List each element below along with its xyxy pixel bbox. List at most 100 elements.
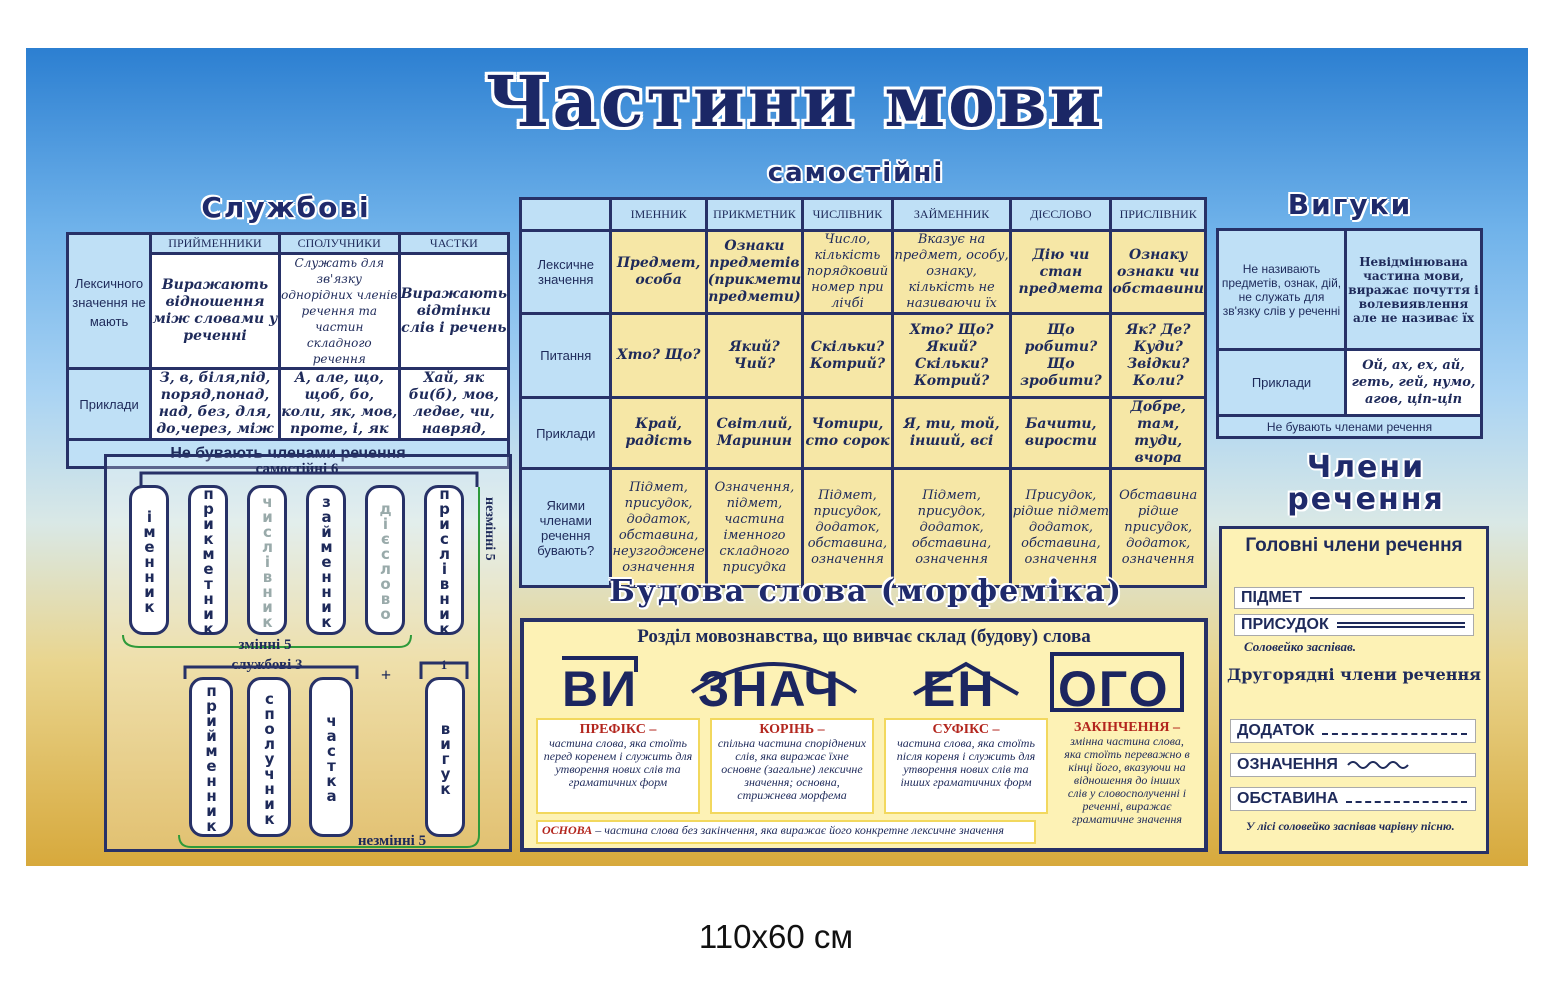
pos-numeral: числівник	[247, 485, 287, 635]
prefix-text: частина слова, яка стоїть перед коренем …	[543, 736, 693, 789]
underline-dash-dot	[1346, 801, 1467, 803]
service-cell: А, але, що, щоб, бо, коли, як, мов, прот…	[277, 367, 401, 441]
service-col-0: прийменники	[149, 232, 281, 255]
main-cell: Підмет, присудок, додаток, обставина, оз…	[890, 467, 1013, 588]
interjection-footer: Не бувають членами речення	[1216, 414, 1483, 439]
main-cell: Хто? Що?	[609, 312, 708, 399]
pos-adverb: прислівник	[424, 485, 464, 635]
main-cell: Ознаки предметів (прикмети предмети)	[704, 229, 805, 315]
root-definition: КОРІНЬ – спільна частина споріднених слі…	[710, 718, 874, 814]
service-cell: Служать для зв'язку однорідних членів ре…	[277, 252, 401, 370]
object-line: ДОДАТОК	[1230, 719, 1476, 743]
main-cell: Скільки? Котрий?	[801, 312, 894, 399]
attribute-label: ОЗНАЧЕННЯ	[1237, 756, 1338, 773]
morpheme-root: ЗНАЧ	[698, 661, 841, 717]
green-bracket-lines	[122, 487, 480, 848]
main-row-label: Лексичне значення	[518, 229, 613, 315]
suffix-text: частина слова, яка стоїть після кореня і…	[896, 736, 1036, 789]
service-row1-label: Лексичного значення не мають	[65, 232, 153, 370]
suffix-definition: СУФІКС – частина слова, яка стоїть після…	[884, 718, 1048, 814]
page-title: Частини мови	[485, 60, 1105, 143]
underline-dashed	[1322, 733, 1467, 735]
main-cell: Який? Чий?	[704, 312, 805, 399]
classification-diagram: самостійні 6 іменник прикметник числівни…	[104, 454, 512, 852]
suffix-head: СУФІКС –	[932, 722, 1000, 737]
underline-single	[1310, 597, 1465, 599]
main-col-1: прикметник	[704, 197, 805, 232]
pos-interjection: вигук	[425, 677, 465, 837]
stem-head: ОСНОВА	[542, 823, 593, 837]
main-cell: Я, ти, той, інший, всі	[890, 396, 1013, 470]
adverbial-line: ОБСТАВИНА	[1230, 787, 1476, 811]
main-cell: Чотири, сто сорок	[801, 396, 894, 470]
root-head: КОРІНЬ –	[759, 722, 825, 737]
prefix-head: ПРЕФІКС –	[579, 722, 657, 737]
main-cell: Підмет, присудок, додаток, обставина, не…	[609, 467, 708, 588]
morpheme-ending: ОГО	[1058, 661, 1170, 717]
members-heading: Члени речення	[1287, 450, 1445, 517]
interjection-cell: Не називають предметів, ознак, дій, не с…	[1216, 228, 1347, 351]
unchangeable-bottom-label: незмінні 5	[357, 833, 427, 849]
main-col-0: іменник	[609, 197, 708, 232]
main-cell: Хто? Що? Який? Скільки? Котрий?	[890, 312, 1013, 399]
unchangeable-right-label: незмінні 5	[482, 497, 497, 561]
main-cell: Як? Де? Куди? Звідки? Коли?	[1109, 312, 1207, 399]
interjection-cell: Невідмінювана частина мови, виражає почу…	[1344, 228, 1483, 351]
root-text: спільна частина споріднених слів, яка ви…	[717, 736, 867, 802]
members-panel: Головні члени речення ПІДМЕТ ПРИСУДОК Со…	[1219, 526, 1489, 854]
main-cell: Бачити, вирости	[1009, 396, 1113, 470]
stem-text: – частина слова без закінчення, яка вира…	[592, 823, 1004, 837]
example-sentence-2: У лісі соловейко заспівав чарівну пісню.	[1246, 819, 1455, 833]
main-row-label: Питання	[518, 312, 613, 399]
morpheme-marks	[562, 652, 1184, 712]
ending-definition: ЗАКІНЧЕННЯ – змінна частина слова, яка с…	[1060, 718, 1194, 846]
main-table: іменник прикметник числівник займенник д…	[518, 197, 1207, 588]
main-col-4: дієслово	[1009, 197, 1113, 232]
adverbial-label: ОБСТАВИНА	[1237, 790, 1339, 807]
service-count-label: службові 3	[231, 657, 303, 673]
main-row-label: Приклади	[518, 396, 613, 470]
service-table: Лексичного значення не мають прийменники…	[65, 232, 511, 469]
main-col-5: прислівник	[1109, 197, 1207, 232]
independent-heading: самостійні	[767, 158, 945, 188]
morphemics-heading: Будова слова (морфеміка)	[609, 574, 1123, 609]
pos-particle: частка	[309, 677, 353, 837]
interjection-heading: Вигуки	[1287, 188, 1413, 221]
predicate-label: ПРИСУДОК	[1241, 616, 1329, 633]
predicate-line: ПРИСУДОК	[1234, 614, 1474, 636]
service-cell: Виражають відтінки слів і речень	[397, 252, 511, 370]
pos-preposition: прийменник	[189, 677, 233, 837]
main-cell: Підмет, присудок, додаток, обставина, оз…	[801, 467, 894, 588]
main-cell: Що робити? Що зробити?	[1009, 312, 1113, 399]
service-row2-label: Приклади	[65, 367, 153, 441]
morpheme-suffix: ЕН	[922, 661, 996, 717]
interjection-table: Не називають предметів, ознак, дій, не с…	[1216, 228, 1483, 439]
object-label: ДОДАТОК	[1237, 722, 1315, 739]
main-cell: Обставина рідше присудок, додаток, означ…	[1109, 467, 1207, 588]
pos-noun: іменник	[129, 485, 169, 635]
main-cell: Добре, там, туди, вчора	[1109, 396, 1207, 470]
poster: Частини мови Службові Лексичного значенн…	[26, 48, 1528, 866]
service-cell: Хай, як би(б), мов, ледве, чи, навряд,	[397, 367, 511, 441]
interjection-bracket	[419, 661, 469, 679]
stem-definition: ОСНОВА – частина слова без закінчення, я…	[536, 820, 1036, 844]
main-row-label: Якими членами речення бувають?	[518, 467, 613, 588]
service-cell: З, в, біля,під, поряд,понад, над, без, д…	[149, 367, 281, 441]
main-cell: Присудок, рідше підмет додаток, обставин…	[1009, 467, 1113, 588]
subject-line: ПІДМЕТ	[1234, 587, 1474, 609]
main-cell: Світлий, Маринин	[704, 396, 805, 470]
secondary-members-title: Другорядні члени речення	[1227, 665, 1481, 684]
morpheme-prefix: ВИ	[562, 661, 639, 717]
main-cell: Число, кількість порядковий номер при лі…	[801, 229, 894, 315]
service-col-2: частки	[397, 232, 511, 255]
main-cell: Означення, підмет, частина іменного скла…	[704, 467, 805, 588]
morphemics-panel: Розділ мовознавства, що вивчає склад (бу…	[520, 618, 1208, 852]
morphemics-subtitle: Розділ мовознавства, що вивчає склад (бу…	[637, 626, 1091, 647]
main-cell: Вказує на предмет, особу, ознаку, кількі…	[890, 229, 1013, 315]
ending-text: змінна частина слова, яка стоїть переваж…	[1064, 734, 1190, 826]
main-cell: Дію чи стан предмета	[1009, 229, 1113, 315]
independent-bracket	[139, 471, 479, 487]
ending-head: ЗАКІНЧЕННЯ –	[1074, 720, 1180, 735]
pos-conjunction: сполучник	[247, 677, 291, 837]
attribute-line: ОЗНАЧЕННЯ	[1230, 753, 1476, 777]
